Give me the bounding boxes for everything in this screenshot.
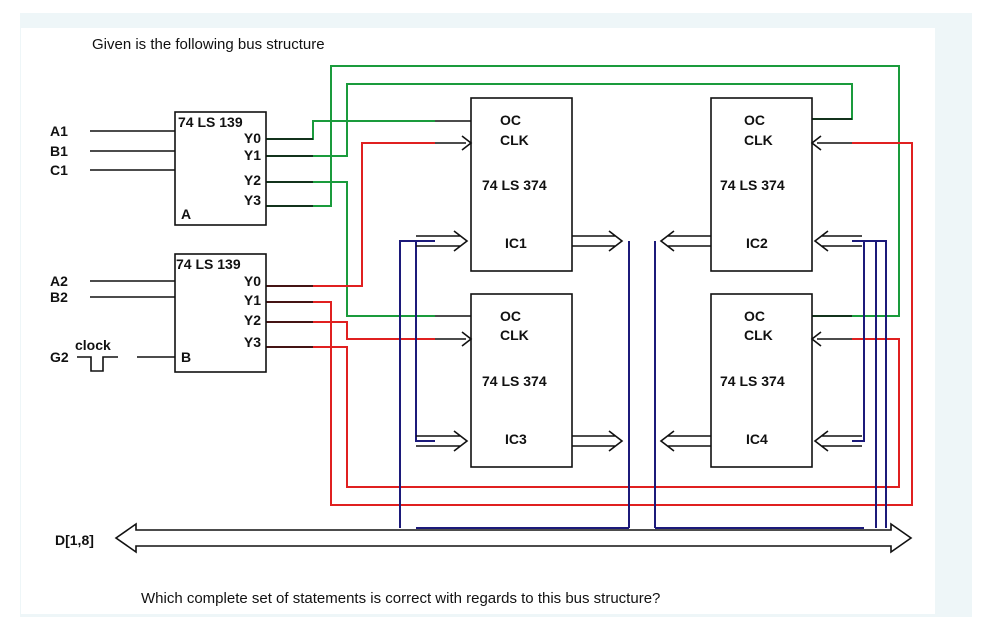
decoder-a-out-y2: Y2 [244, 172, 261, 188]
register-ic4-body [710, 293, 813, 468]
wire-a-y2-ic3-oc [266, 181, 435, 317]
decoder-b-out-y2: Y2 [244, 312, 261, 328]
decoder-b-out-y0: Y0 [244, 273, 261, 289]
register-ic1-clk: CLK [500, 132, 529, 148]
clock-pulse-symbol [77, 356, 118, 372]
wire-ic1-input [399, 240, 435, 528]
register-ic2-clk-triangle [810, 135, 822, 151]
decoder-a-name: A [181, 206, 191, 222]
data-bus [114, 522, 913, 554]
decoder-a-in-a1: A1 [50, 123, 68, 139]
register-ic4-part: 74 LS 374 [720, 373, 785, 389]
diagram-title: Given is the following bus structure [92, 36, 325, 53]
register-ic3: OC CLK 74 LS 374 IC3 [416, 293, 624, 468]
black-stubs [435, 118, 852, 340]
register-ic1-in-arrow [416, 230, 469, 252]
decoder-a: 74 LS 139 Y0 Y1 Y2 Y3 A A1 B1 C1 [50, 111, 313, 226]
blue-wires [399, 240, 887, 529]
register-ic3-clk: CLK [500, 327, 529, 343]
register-ic1-oc: OC [500, 112, 521, 128]
register-ic1: OC CLK 74 LS 374 IC1 [416, 97, 624, 272]
question-text: Which complete set of statements is corr… [141, 590, 661, 607]
decoder-b-name: B [181, 349, 191, 365]
wire-ic3-input [415, 241, 435, 442]
register-ic3-oc: OC [500, 308, 521, 324]
decoder-b-in-a2: A2 [50, 273, 68, 289]
register-ic2-out-arrow [659, 230, 711, 252]
register-ic2-body [710, 97, 813, 272]
decoder-b-in-b2: B2 [50, 289, 68, 305]
wire-a-y0-ic1-oc [266, 120, 435, 140]
wire-b-y3-ic4-clk [266, 338, 900, 488]
wire-a-y3-ic4-oc [266, 65, 900, 317]
register-ic2-in-arrow [813, 230, 862, 252]
decoder-a-body [174, 111, 267, 226]
register-ic3-body [470, 293, 573, 468]
register-ic4-in-arrow [813, 430, 862, 452]
wire-b-y2-ic3-clk [266, 321, 435, 340]
register-ic3-id: IC3 [505, 431, 527, 447]
decoder-b-body [174, 253, 267, 373]
register-ic3-in-arrow [416, 430, 469, 452]
register-ic4: OC CLK 74 LS 374 IC4 [659, 293, 862, 468]
register-ic1-out-arrow [572, 230, 624, 252]
register-ic4-oc: OC [744, 308, 765, 324]
register-ic2-clk: CLK [744, 132, 773, 148]
register-ic2-id: IC2 [746, 235, 768, 251]
red-wires [266, 142, 913, 506]
register-ic2: OC CLK 74 LS 374 IC2 [659, 97, 862, 272]
bus-label: D[1,8] [55, 532, 94, 548]
register-ic1-clk-triangle [461, 135, 473, 151]
decoder-b: 74 LS 139 Y0 Y1 Y2 Y3 B A2 B2 G2 clock [50, 253, 313, 373]
wire-ic4-input [852, 241, 865, 442]
decoder-a-in-b1: B1 [50, 143, 68, 159]
register-ic1-body [470, 97, 573, 272]
decoder-a-out-y0: Y0 [244, 130, 261, 146]
register-ic3-out-arrow [572, 430, 624, 452]
register-ic4-out-arrow [659, 430, 711, 452]
register-ic2-part: 74 LS 374 [720, 177, 785, 193]
wire-b-y1-ic2-clk [266, 142, 913, 506]
decoder-b-out-y1: Y1 [244, 292, 261, 308]
decoder-a-out-y3: Y3 [244, 192, 261, 208]
register-ic3-part: 74 LS 374 [482, 373, 547, 389]
decoder-b-out-y3: Y3 [244, 334, 261, 350]
wire-ic2-input [852, 240, 887, 528]
decoder-b-in-g2: G2 [50, 349, 69, 365]
data-bus-arrow [114, 522, 913, 554]
wire-b-y0-ic1-clk [266, 142, 435, 287]
decoder-a-out-y1: Y1 [244, 147, 261, 163]
register-ic3-clk-triangle [461, 331, 473, 347]
register-ic1-part: 74 LS 374 [482, 177, 547, 193]
clock-label: clock [75, 337, 111, 353]
decoder-a-part: 74 LS 139 [178, 114, 243, 130]
register-ic4-id: IC4 [746, 431, 768, 447]
register-ic1-id: IC1 [505, 235, 527, 251]
decoder-b-part: 74 LS 139 [176, 256, 241, 272]
register-ic4-clk: CLK [744, 327, 773, 343]
register-ic2-oc: OC [744, 112, 765, 128]
decoder-a-in-c1: C1 [50, 162, 68, 178]
register-ic4-clk-triangle [810, 331, 822, 347]
